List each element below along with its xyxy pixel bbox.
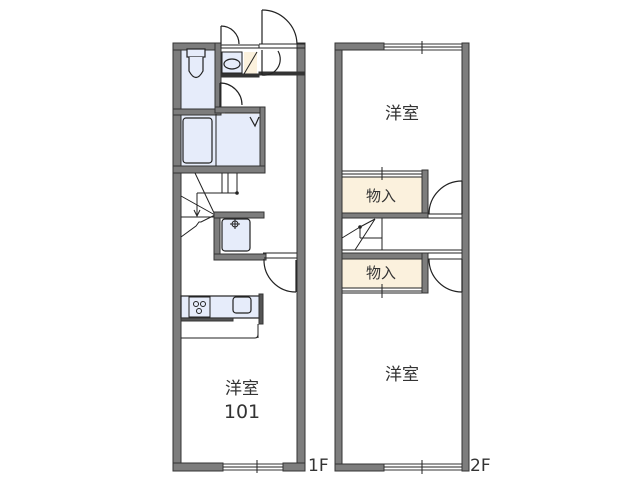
- wall-closet-upper-bottom: [341, 212, 429, 219]
- wall-sink-bottom: [213, 253, 267, 261]
- stove-icon: [193, 301, 206, 314]
- staircase-2f: [341, 218, 383, 251]
- closet-lower-doors: [342, 284, 422, 298]
- wall-toilet-bottom: [172, 108, 222, 116]
- door-lower-room: [428, 252, 463, 293]
- room-label-2f-lower: 洋室: [385, 365, 419, 385]
- door-washroom-top: [220, 25, 240, 45]
- floor-2-plan: 洋室 物入 物入 洋室 2F: [334, 41, 491, 476]
- closet-label-lower: 物入: [366, 264, 396, 282]
- floor-label-1f: 1F: [308, 456, 329, 476]
- closet-lower: [342, 259, 422, 288]
- room-label-1f: 洋室: [225, 379, 259, 399]
- wall-closet-upper-right: [421, 169, 429, 219]
- storage-diagonal: [243, 51, 258, 75]
- room-label-2f-upper: 洋室: [385, 104, 419, 124]
- wall-top-left-2f: [334, 42, 385, 51]
- wall-wash-top: [220, 44, 260, 49]
- closet-upper: [342, 177, 422, 213]
- wall-left-1f: [172, 42, 182, 472]
- wall-wash-bottom: [220, 73, 260, 78]
- door-upper-room: [428, 180, 463, 219]
- closet-label-upper: 物入: [366, 187, 396, 205]
- wall-closet-lower-right: [421, 252, 429, 294]
- kitchen-counter: [180, 293, 264, 339]
- wall-right-2f: [461, 42, 470, 472]
- door-toilet: [219, 82, 243, 107]
- utility-sink-icon: [221, 218, 251, 252]
- wall-bath-bottom: [172, 165, 266, 174]
- wall-sink-left: [213, 211, 221, 261]
- wall-sink-top: [213, 211, 265, 219]
- closet-upper-doors: [342, 167, 422, 180]
- wall-bath-top: [214, 106, 266, 114]
- bathtub-icon: [182, 112, 260, 166]
- wall-left-2f: [334, 42, 343, 472]
- door-entry-inner: [261, 50, 281, 76]
- window-bottom-1f: [222, 460, 284, 473]
- window-top-2f: [383, 41, 463, 54]
- door-entrance: [261, 9, 298, 45]
- door-hall: [263, 252, 297, 293]
- wall-entry-bottom: [258, 71, 306, 76]
- window-bottom-2f: [383, 460, 463, 474]
- unit-number: 101: [224, 401, 260, 423]
- floor-1-plan: 洋室 101 1F: [172, 9, 329, 476]
- toilet-icon: [186, 48, 206, 79]
- washbasin-icon: [221, 51, 243, 74]
- kitchen-sink-icon: [232, 296, 252, 314]
- wall-closet-lower-top: [341, 252, 429, 260]
- floor-label-2f: 2F: [470, 456, 491, 476]
- wall-right-1f: [296, 42, 306, 472]
- wall-bath-right: [259, 106, 266, 173]
- wall-bottom-left-2f: [334, 463, 385, 472]
- staircase-1f: [180, 172, 239, 238]
- wall-bottom-right-1f: [282, 462, 306, 472]
- wall-bottom-left-1f: [172, 462, 224, 472]
